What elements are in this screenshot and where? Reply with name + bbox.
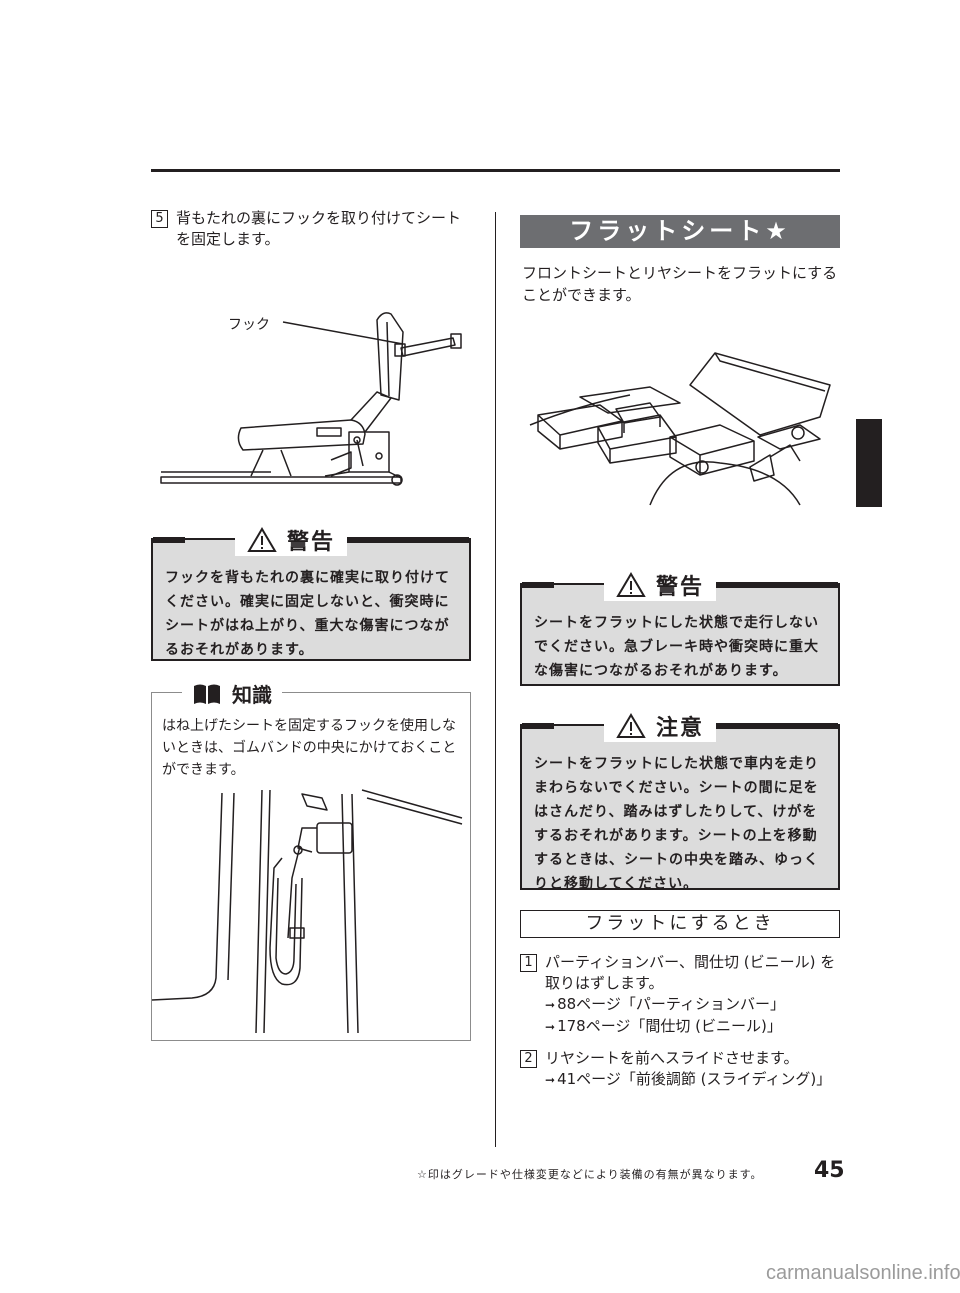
step-number: 1 <box>520 954 537 972</box>
step-text: パーティションバー、間仕切 (ビニール) を取りはずします。 <box>545 953 836 992</box>
warning-title-wrap: 警告 <box>603 569 716 601</box>
caution-text: シートをフラットにした状態で車内を走りまわらないでください。シートの間に足をはさ… <box>534 756 819 892</box>
warning-title: 警告 <box>286 530 335 555</box>
step-number: 5 <box>151 210 168 228</box>
warning-triangle-icon <box>247 527 277 552</box>
seat-hook-figure: フック <box>151 300 481 495</box>
subsection-title: フラットにするとき <box>520 910 840 938</box>
page-reference[interactable]: ➞41ページ「前後調節 (スライディング)」 <box>545 1070 832 1088</box>
warning-triangle-icon <box>616 572 646 597</box>
caution-header: 注意 <box>522 710 838 742</box>
step-5: 5 背もたれの裏にフックを取り付けてシートを固定します。 <box>151 208 471 250</box>
caution-title: 注意 <box>655 716 704 741</box>
knowledge-text: はね上げたシートを固定するフックを使用しないときは、ゴムバンドの中央にかけておく… <box>162 718 457 778</box>
warning-title: 警告 <box>655 575 704 600</box>
arrow-right-icon: ➞ <box>545 1020 556 1034</box>
top-rule <box>151 169 840 172</box>
warning-header: 警告 <box>153 524 469 556</box>
seat-drawing <box>160 312 462 486</box>
arrow-right-icon: ➞ <box>545 1073 556 1087</box>
warning-header: 警告 <box>522 569 838 601</box>
header-bar-right <box>309 537 469 543</box>
warning-title-wrap: 警告 <box>234 524 347 556</box>
chapter-thumb-tab <box>856 419 882 507</box>
caution-box: 注意 シートをフラットにした状態で車内を走りまわらないでください。シートの間に足… <box>520 710 840 892</box>
step-number: 2 <box>520 1050 537 1068</box>
section-title-flat-seat: フラットシート★ <box>520 215 840 248</box>
knowledge-header: 知識 <box>182 679 282 708</box>
section-intro: フロントシートとリヤシートをフラットにすることができます。 <box>522 264 838 304</box>
warning-box-2: 警告 シートをフラットにした状態で走行しないでください。急ブレーキ時や衝突時に重… <box>520 569 840 686</box>
step-1: 1 パーティションバー、間仕切 (ビニール) を取りはずします。 ➞88ページ「… <box>520 952 842 1038</box>
page-number: 45 <box>814 1158 845 1183</box>
warning-text: フックを背もたれの裏に確実に取り付けてください。確実に固定しないと、衝突時にシー… <box>165 570 450 658</box>
arrow-right-icon: ➞ <box>545 998 556 1012</box>
step-text: リヤシートを前へスライドさせます。 <box>545 1049 799 1067</box>
warning-box-1: 警告 フックを背もたれの裏に確実に取り付けてください。確実に固定しないと、衝突時… <box>151 524 471 661</box>
header-bar-right <box>678 723 838 729</box>
caution-title-wrap: 注意 <box>603 710 716 742</box>
watermark: carmanualsonline.info <box>766 1262 960 1284</box>
step-body: リヤシートを前へスライドさせます。 ➞41ページ「前後調節 (スライディング)」 <box>545 1048 831 1091</box>
flat-seat-figure <box>529 352 831 506</box>
step-2: 2 リヤシートを前へスライドさせます。 ➞41ページ「前後調節 (スライディング… <box>520 1048 842 1091</box>
caution-triangle-icon <box>616 713 646 738</box>
footer-note: ☆印はグレードや仕様変更などにより装備の有無が異なります。 <box>417 1168 763 1181</box>
knowledge-box: 知識 はね上げたシートを固定するフックを使用しないときは、ゴムバンドの中央にかけ… <box>151 679 471 1041</box>
column-divider <box>495 212 496 1147</box>
header-bar-left <box>522 723 554 729</box>
header-bar-left <box>153 537 185 543</box>
header-bar-right <box>678 582 838 588</box>
step-body: パーティションバー、間仕切 (ビニール) を取りはずします。 ➞88ページ「パー… <box>545 952 842 1038</box>
rubber-band-hook-figure <box>152 789 463 1034</box>
step-text: 背もたれの裏にフックを取り付けてシートを固定します。 <box>176 209 462 248</box>
header-bar-left <box>522 582 554 588</box>
page-reference[interactable]: ➞178ページ「間仕切 (ビニール)」 <box>545 1017 782 1035</box>
page-reference[interactable]: ➞88ページ「パーティションバー」 <box>545 995 785 1013</box>
book-icon <box>194 684 220 704</box>
hook-label: フック <box>228 317 270 333</box>
knowledge-title: 知識 <box>232 683 272 707</box>
warning-text: シートをフラットにした状態で走行しないでください。急ブレーキ時や衝突時に重大な傷… <box>534 615 819 679</box>
